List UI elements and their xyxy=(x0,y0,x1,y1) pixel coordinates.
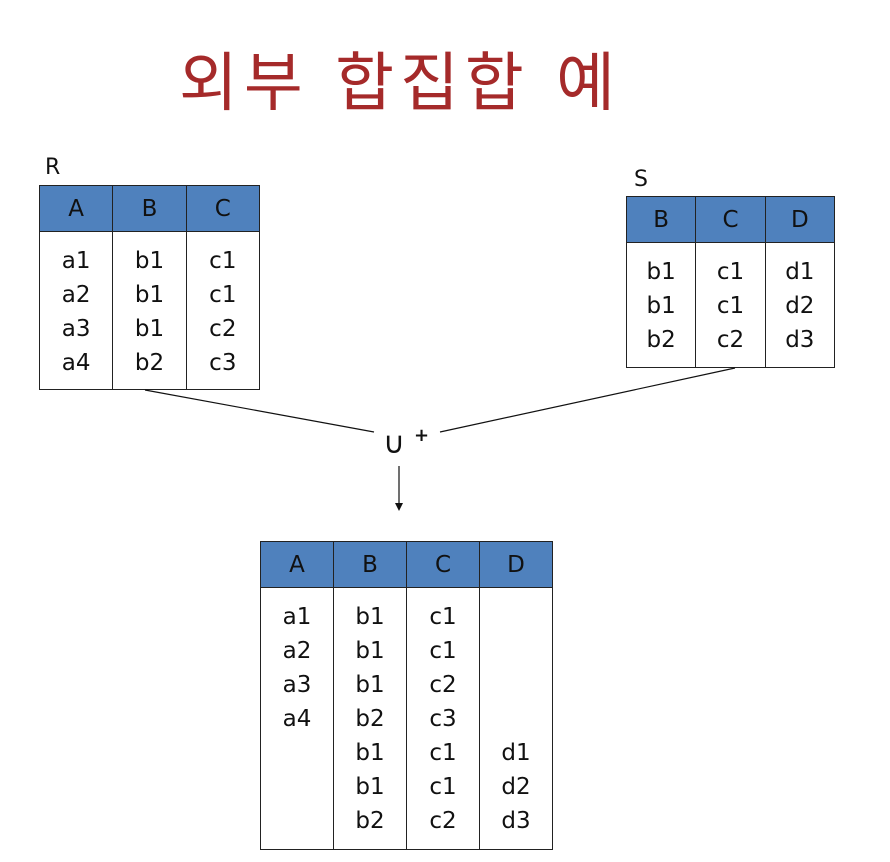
table-cell: c2 xyxy=(429,808,457,834)
table-cell: c2 xyxy=(209,316,237,342)
table-cell: a2 xyxy=(282,638,312,664)
column-header: C xyxy=(186,186,259,232)
table-cell: d3 xyxy=(785,327,815,353)
column-cells: c1 c1 c2 c3 c1 c1 c2 xyxy=(407,588,479,838)
table-cell: c1 xyxy=(429,638,457,664)
table-cell: b2 xyxy=(646,327,676,353)
table-cell: b1 xyxy=(134,248,165,274)
table-cell: c1 xyxy=(716,259,745,285)
table-cell xyxy=(261,736,333,770)
table-cell: a3 xyxy=(282,672,312,698)
column-cells: a1 a2 a3 a4 xyxy=(40,232,112,380)
table-cell: c3 xyxy=(209,350,237,376)
table-cell: b1 xyxy=(646,293,676,319)
outer-union-superscript: + xyxy=(414,425,430,446)
page-title: 외부 합집합 예 xyxy=(179,47,621,121)
table-cell: b1 xyxy=(134,316,165,342)
table-cell: c1 xyxy=(209,248,237,274)
table-cell: c1 xyxy=(429,740,457,766)
s-connector-line xyxy=(439,367,736,433)
table-cell: d1 xyxy=(785,259,815,285)
table-cell: c3 xyxy=(429,706,457,732)
column-cells: b1 b1 b1 b2 b1 b1 b2 xyxy=(334,588,406,838)
table-cell: c1 xyxy=(429,774,457,800)
table-cell: b1 xyxy=(134,282,165,308)
table-cell: c1 xyxy=(429,604,457,630)
table-cell: b1 xyxy=(355,774,385,800)
column-cells: b1 b1 b1 b2 xyxy=(113,232,185,380)
column-header: A xyxy=(261,542,333,588)
column-cells: d1 d2 d3 xyxy=(480,588,552,838)
table-cell: c1 xyxy=(209,282,237,308)
column-header: D xyxy=(480,542,552,588)
table-cell xyxy=(480,634,552,668)
column-header: B xyxy=(334,542,406,588)
table-cell: b1 xyxy=(355,604,385,630)
table-cell: a4 xyxy=(61,350,91,376)
result-arrow-head xyxy=(395,503,403,511)
table-cell xyxy=(261,804,333,838)
column-header: D xyxy=(765,197,834,243)
table-cell: c2 xyxy=(429,672,457,698)
relation-s-label: S xyxy=(634,167,648,192)
column-header: B xyxy=(113,186,186,232)
column-header: C xyxy=(696,197,765,243)
table-cell: b2 xyxy=(134,350,165,376)
table-cell: b2 xyxy=(355,808,385,834)
table-cell: c1 xyxy=(716,293,745,319)
table-cell: b1 xyxy=(355,672,385,698)
table-cell: d3 xyxy=(501,808,531,834)
outer-union-operator: ∪ xyxy=(383,426,405,461)
column-cells: d1 d2 d3 xyxy=(766,243,834,357)
table-cell: a1 xyxy=(61,248,91,274)
table-cell: b1 xyxy=(646,259,676,285)
r-connector-line xyxy=(144,389,375,433)
table-cell: d2 xyxy=(501,774,531,800)
column-header: A xyxy=(40,186,113,232)
column-cells: a1 a2 a3 a4 xyxy=(261,588,333,838)
table-cell xyxy=(480,702,552,736)
table-cell xyxy=(480,600,552,634)
column-cells: c1 c1 c2 c3 xyxy=(187,232,259,380)
column-header: B xyxy=(627,197,696,243)
column-cells: c1 c1 c2 xyxy=(696,243,764,357)
table-cell: a2 xyxy=(61,282,91,308)
table-cell: a3 xyxy=(61,316,91,342)
table-cell: a1 xyxy=(282,604,312,630)
column-header: C xyxy=(407,542,479,588)
column-cells: b1 b1 b2 xyxy=(627,243,695,357)
table-cell: b2 xyxy=(355,706,385,732)
relation-r-label: R xyxy=(45,155,61,180)
table-cell: b1 xyxy=(355,638,385,664)
table-cell xyxy=(480,668,552,702)
table-cell: d2 xyxy=(785,293,815,319)
table-cell: c2 xyxy=(716,327,745,353)
table-cell: a4 xyxy=(282,706,312,732)
table-cell xyxy=(261,770,333,804)
table-cell: d1 xyxy=(501,740,531,766)
table-cell: b1 xyxy=(355,740,385,766)
